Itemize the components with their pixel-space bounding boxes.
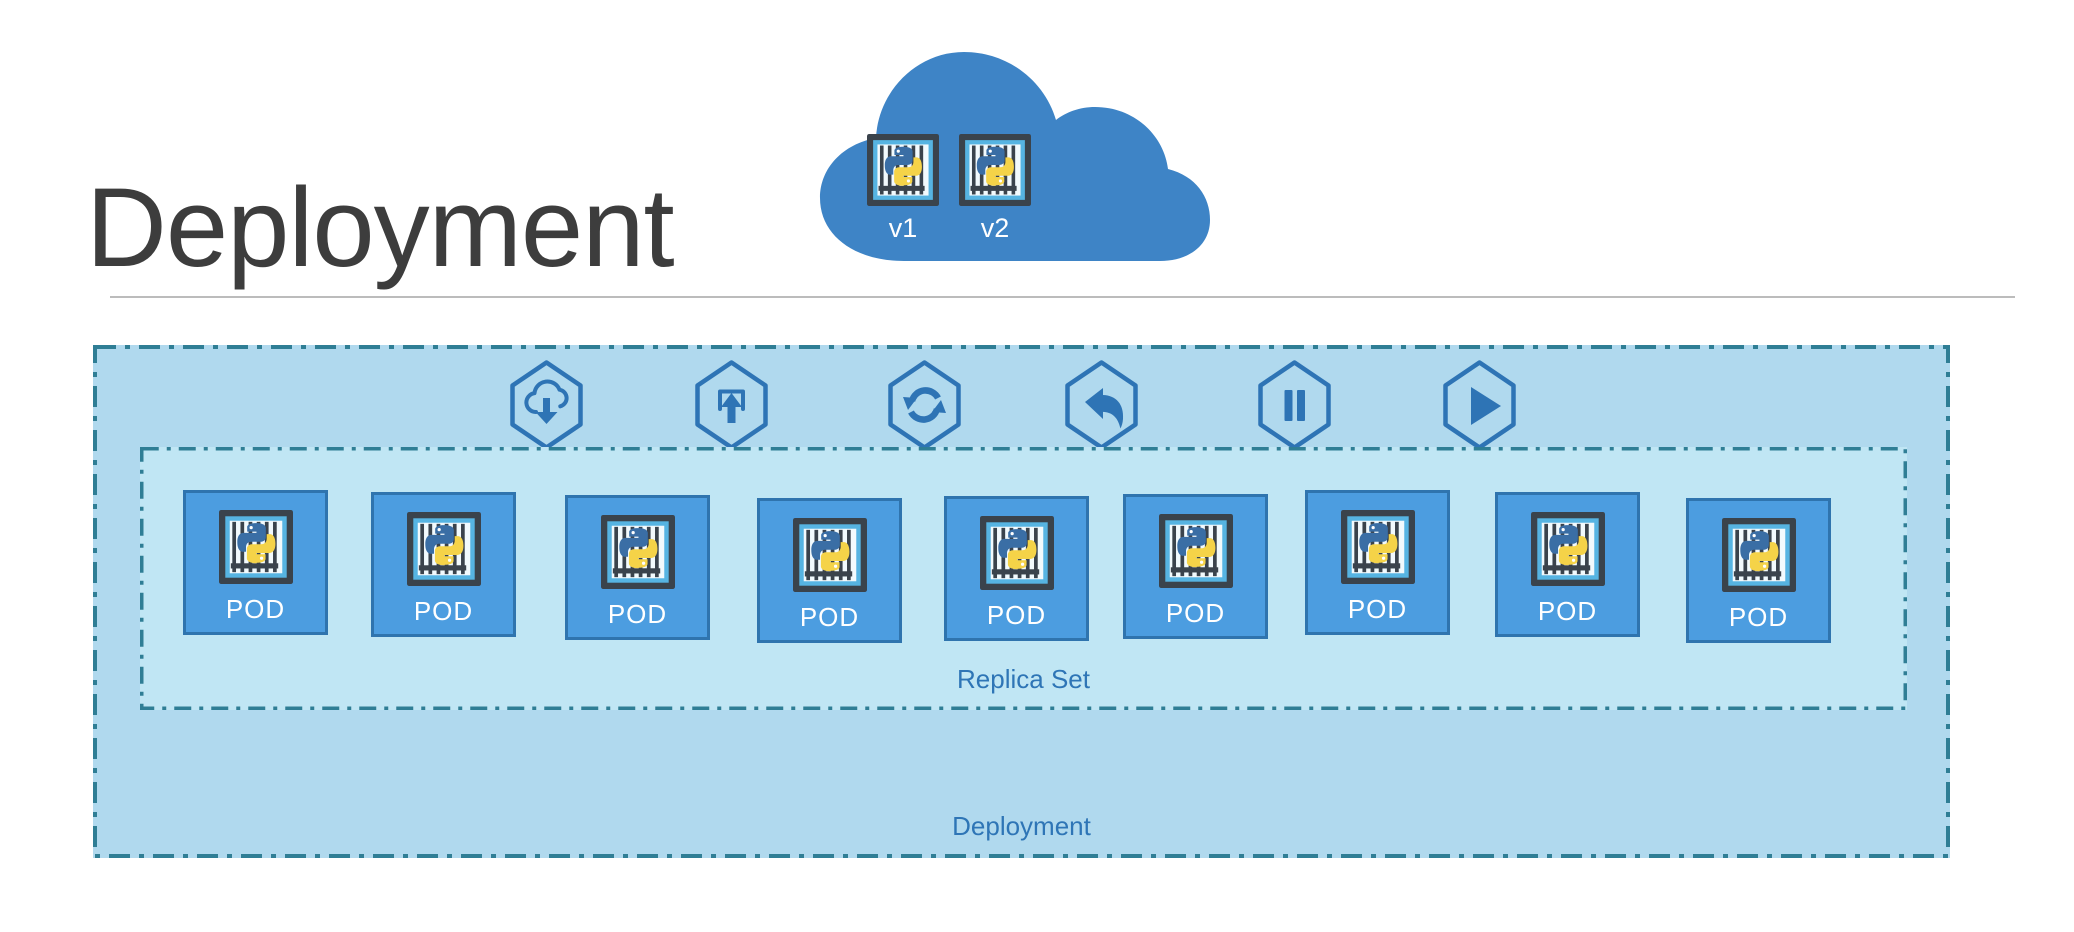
replica-set-label: Replica Set bbox=[957, 664, 1090, 694]
pod-label: POD bbox=[413, 596, 474, 626]
container-image-v2 bbox=[959, 134, 1031, 206]
python-container-icon bbox=[407, 512, 481, 586]
container-image-v1 bbox=[867, 134, 939, 206]
pod: POD bbox=[944, 496, 1089, 641]
pod-label: POD bbox=[1165, 598, 1226, 628]
pod-label: POD bbox=[799, 602, 860, 632]
container-version-label: v2 bbox=[980, 213, 1010, 243]
cloud: v1 v2 bbox=[812, 40, 1220, 264]
python-container-icon bbox=[867, 134, 939, 206]
deployment-box-label: Deployment bbox=[952, 811, 1091, 841]
play-icon bbox=[1443, 360, 1516, 450]
pod-label: POD bbox=[1537, 596, 1598, 626]
pod-label: POD bbox=[225, 594, 286, 624]
pod-label: POD bbox=[607, 599, 668, 629]
pause-icon bbox=[1258, 360, 1331, 450]
pod: POD bbox=[1305, 490, 1450, 635]
undo-icon bbox=[1065, 360, 1138, 450]
python-container-icon bbox=[959, 134, 1031, 206]
page-title: Deployment bbox=[86, 165, 675, 290]
sync-icon bbox=[888, 360, 961, 450]
pod: POD bbox=[183, 490, 328, 635]
python-container-icon bbox=[1722, 518, 1796, 592]
python-container-icon bbox=[1531, 512, 1605, 586]
pod-label: POD bbox=[1347, 594, 1408, 624]
pod-label: POD bbox=[1728, 602, 1789, 632]
pod: POD bbox=[565, 495, 710, 640]
deployment-box: POD POD POD POD POD POD bbox=[93, 345, 1950, 858]
pod: POD bbox=[757, 498, 902, 643]
pod: POD bbox=[1495, 492, 1640, 637]
pod: POD bbox=[371, 492, 516, 637]
replica-set-box: POD POD POD POD POD POD bbox=[140, 447, 1907, 710]
python-container-icon bbox=[601, 515, 675, 589]
python-container-icon bbox=[980, 516, 1054, 590]
pod-label: POD bbox=[986, 600, 1047, 630]
python-container-icon bbox=[1159, 514, 1233, 588]
cloud-download-icon bbox=[510, 360, 583, 450]
python-container-icon bbox=[793, 518, 867, 592]
python-container-icon bbox=[1341, 510, 1415, 584]
python-container-icon bbox=[219, 510, 293, 584]
pod: POD bbox=[1686, 498, 1831, 643]
pod: POD bbox=[1123, 494, 1268, 639]
title-divider bbox=[110, 296, 2015, 298]
upload-icon bbox=[695, 360, 768, 450]
container-version-label: v1 bbox=[888, 213, 918, 243]
